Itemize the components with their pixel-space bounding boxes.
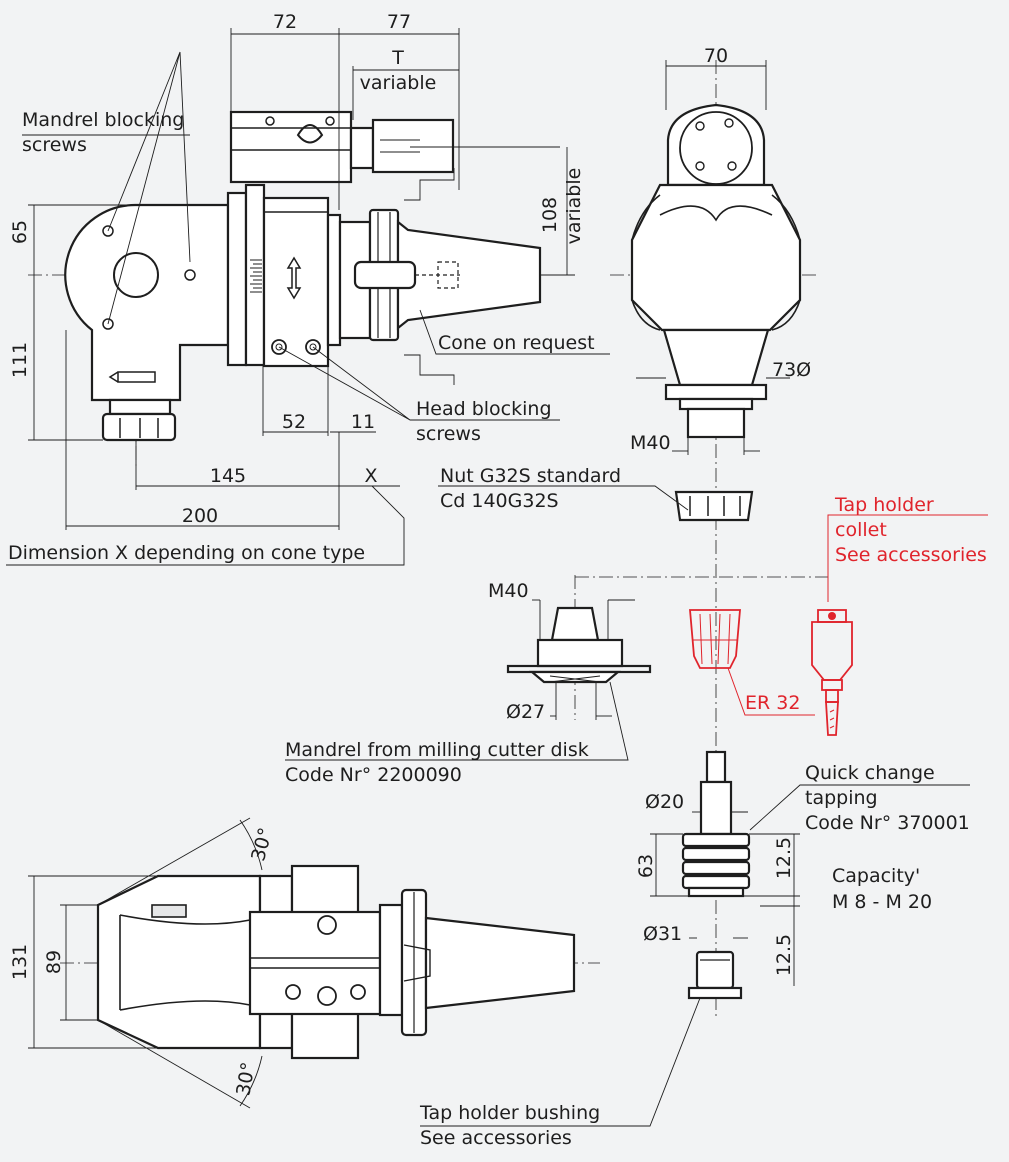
mandrel-blocking-label-1: Mandrel blocking — [22, 109, 184, 131]
dim-108: 108 — [539, 197, 561, 233]
angle-30-top: 30° — [247, 825, 277, 863]
nut-g32s — [438, 485, 754, 522]
dim-73: 73Ø — [772, 359, 811, 381]
dim-d31: Ø31 — [643, 923, 682, 945]
top-view — [28, 817, 600, 1109]
quick-change-tapping — [420, 750, 970, 1127]
mandrel-disk-label-1: Mandrel from milling cutter disk — [285, 739, 589, 761]
quick-change-label-1: Quick change — [805, 762, 935, 784]
dim-77: 77 — [387, 11, 411, 33]
t-label: T — [391, 47, 404, 69]
mandrel-blocking-label-2: screws — [22, 134, 87, 156]
tap-holder-collet-label-1: Tap holder — [834, 494, 934, 516]
dim-12-5-lower: 12.5 — [773, 934, 795, 976]
dim-m40-front: M40 — [630, 432, 671, 454]
t-variable-label: variable — [360, 72, 437, 94]
bushing-label-2: See accessories — [420, 1127, 572, 1149]
head-blocking-label-2: screws — [416, 423, 481, 445]
tap-holder-collet-label-2: collet — [835, 519, 887, 541]
cone-on-request-label: Cone on request — [438, 332, 595, 354]
dim-11: 11 — [351, 411, 375, 433]
nut-label-2: Cd 140G32S — [440, 490, 559, 512]
dimension-x-note: Dimension X depending on cone type — [8, 542, 365, 564]
dim-89: 89 — [43, 950, 65, 974]
quick-change-label-2: tapping — [805, 787, 878, 809]
dim-72: 72 — [273, 11, 297, 33]
tap-holder-collet — [811, 514, 988, 736]
capacity-label-2: M 8 - M 20 — [832, 891, 932, 913]
dim-70: 70 — [704, 45, 728, 67]
dim-111: 111 — [9, 342, 31, 378]
dim-145: 145 — [210, 465, 246, 487]
dim-x: X — [364, 465, 377, 487]
mandrel-disk — [285, 575, 828, 761]
dim-d20: Ø20 — [645, 791, 684, 813]
bushing-label-1: Tap holder bushing — [419, 1102, 600, 1124]
nut-label-1: Nut G32S standard — [440, 465, 621, 487]
side-view-dimensions — [6, 28, 610, 566]
variable-108-label: variable — [563, 168, 585, 245]
dim-63: 63 — [635, 854, 657, 878]
dim-131: 131 — [9, 944, 31, 980]
capacity-label-1: Capacity' — [832, 865, 920, 887]
mandrel-disk-label-2: Code Nr° 2200090 — [285, 764, 462, 786]
dim-12-5-upper: 12.5 — [773, 837, 795, 879]
tap-holder-collet-label-3: See accessories — [835, 544, 987, 566]
angle-30-bottom: 30° — [232, 1060, 260, 1097]
dim-52: 52 — [282, 411, 306, 433]
labels: Mandrel blocking screws Head blocking sc… — [8, 47, 987, 1149]
quick-change-label-3: Code Nr° 370001 — [805, 812, 970, 834]
er32-collet — [689, 609, 815, 716]
front-view — [610, 60, 820, 1020]
side-view — [28, 110, 575, 470]
dim-200: 200 — [182, 505, 218, 527]
er32-label: ER 32 — [745, 692, 800, 714]
dim-65: 65 — [9, 220, 31, 244]
dim-d27: Ø27 — [506, 701, 545, 723]
dim-m40-disk: M40 — [488, 580, 529, 602]
head-blocking-label-1: Head blocking — [416, 398, 552, 420]
